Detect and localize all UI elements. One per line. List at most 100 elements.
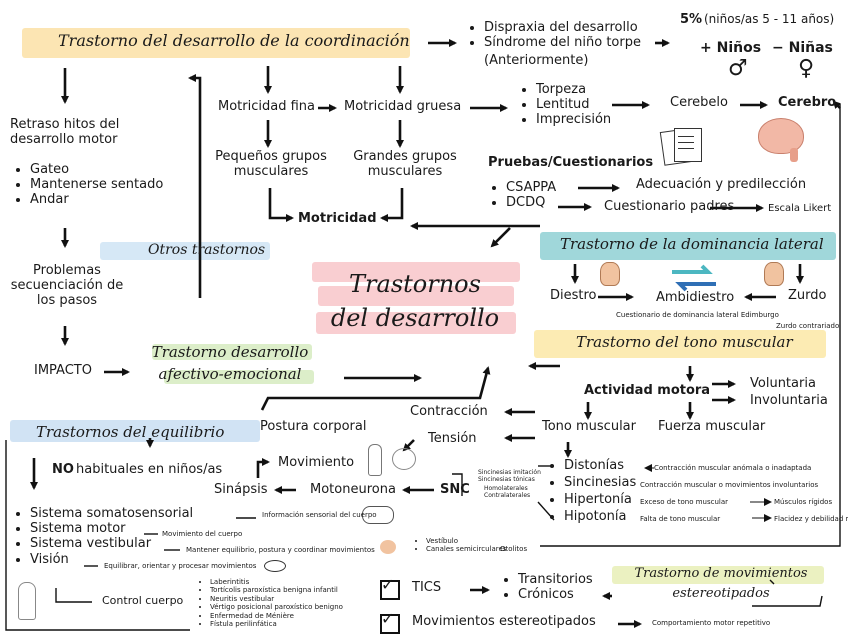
- double-arrow-icon: [672, 264, 716, 292]
- lateral-ambidiestro: Ambidiestro: [656, 290, 735, 305]
- retraso-item: Andar: [30, 192, 163, 207]
- title-dominancia: Trastorno de la dominancia lateral: [560, 235, 824, 253]
- snc: SNC: [440, 482, 470, 497]
- body-icon: [368, 444, 382, 476]
- grandes-grupos: Grandes grupos musculares: [353, 149, 457, 179]
- lateral-edimburgo: Cuestionario de dominancia lateral Edimb…: [616, 311, 779, 319]
- title-coordinacion: Trastorno del desarrollo de la coordinac…: [58, 31, 410, 50]
- cerebelo: Cerebelo: [670, 95, 728, 110]
- checkmark-tics-icon: ✓: [381, 575, 395, 594]
- sistemas-note: Información sensorial del cuerpo: [262, 511, 377, 519]
- comportamiento-motor: Comportamiento motor repetitivo: [652, 619, 771, 627]
- enfermedades-list: Laberintitis Tortícolis paroxística beni…: [196, 578, 343, 628]
- tono-item: Hipotonía: [564, 509, 636, 526]
- lateral-zurdo: Zurdo: [788, 288, 827, 303]
- male-icon: ♂: [728, 56, 748, 81]
- left-hand-icon: [600, 262, 620, 286]
- lateral-contrariado: Zurdo contrariado: [776, 322, 840, 330]
- synapse-icon: [362, 506, 394, 524]
- highlight-center-3: [316, 312, 516, 334]
- pruebas-title: Pruebas/Cuestionarios: [488, 155, 654, 170]
- checkmark-movimientos-icon: ✓: [381, 609, 395, 628]
- dispraxia-list: Dispraxia del desarrollo Síndrome del ni…: [470, 20, 641, 50]
- enfermedad-item: Vértigo posicional paroxístico benigno: [210, 603, 343, 611]
- adecuacion: Adecuación y predilección: [636, 177, 807, 192]
- enfermedad-item: Fístula perilinfática: [210, 620, 343, 628]
- impacto: IMPACTO: [34, 363, 92, 378]
- neuron-icon: [392, 448, 416, 470]
- enfermedad-item: Neuritis vestibular: [210, 595, 343, 603]
- highlight-equilibrio: [10, 420, 260, 442]
- sistemas-list: Sistema somatosensorial Sistema motor Si…: [16, 506, 193, 567]
- retraso-title: Retraso hitos del desarrollo motor: [10, 117, 120, 147]
- voluntaria: Voluntaria: [750, 376, 816, 391]
- checkbox-movimientos-icon: [380, 614, 400, 634]
- title-tono: Trastorno del tono muscular: [576, 333, 793, 351]
- stats-less: − Niñas: [772, 40, 833, 56]
- pruebas-item: CSAPPA: [506, 180, 556, 195]
- tics-list: Transitorios Crónicos: [504, 572, 593, 602]
- sinapsis: Sinápsis: [214, 482, 268, 497]
- control-cuerpo: Control cuerpo: [102, 594, 184, 607]
- sistemas-item: Sistema vestibular: [30, 536, 193, 551]
- ear-icon: [380, 540, 396, 554]
- enfermedad-item: Tortícolis paroxística benigna infantil: [210, 586, 343, 594]
- highlight-center-1: [312, 262, 520, 282]
- torpeza-list: Torpeza Lentitud Imprecisión: [522, 82, 611, 128]
- enfermedad-item: Laberintitis: [210, 578, 343, 586]
- sistemas-note: Mantener equilibrio, postura y coordinar…: [186, 546, 375, 554]
- vestibulo-item: Canales semicirculares: [426, 545, 506, 553]
- highlight-estereotipados: [612, 566, 824, 584]
- torpeza-item: Torpeza: [536, 82, 611, 97]
- movimientos-estereotipados: Movimientos estereotipados: [412, 614, 596, 629]
- stats-pct: 5%: [680, 12, 703, 27]
- highlight-otros: [100, 242, 270, 260]
- otolitos: Otolitos: [500, 545, 528, 553]
- pruebas-item: DCDQ: [506, 195, 556, 210]
- escala-likert: Escala Likert: [768, 203, 832, 214]
- tono-item: Distonías: [564, 458, 636, 475]
- tics-item: Transitorios: [518, 572, 593, 587]
- highlight-afectivo-2: [164, 370, 314, 384]
- sistemas-item: Sistema motor: [30, 521, 193, 536]
- eye-icon: [264, 560, 286, 572]
- title-otros: Otros trastornos: [148, 242, 266, 258]
- right-hand-icon: [764, 262, 784, 286]
- tono-note: Exceso de tono muscular: [640, 498, 728, 506]
- problemas-secuenciacion: Problemas secuenciación de los pasos: [10, 263, 124, 308]
- highlight-center-2: [318, 286, 514, 306]
- postura-corporal: Postura corporal: [260, 419, 367, 434]
- retraso-list: Gateo Mantenerse sentado Andar: [16, 162, 163, 208]
- cerebro: Cerebro: [778, 95, 837, 110]
- stats-more: + Niños: [700, 40, 762, 56]
- retraso-item: Mantenerse sentado: [30, 177, 163, 192]
- brainstem-icon: [790, 148, 798, 162]
- tics-label: TICS: [412, 580, 442, 595]
- lateral-diestro: Diestro: [550, 288, 597, 303]
- sincinesias-note: Sincinesias tónicas: [478, 476, 535, 483]
- tono-result: Flacidez y debilidad muscular: [774, 515, 848, 523]
- motricidad-total: Motricidad: [298, 211, 377, 226]
- sistemas-item: Sistema somatosensorial: [30, 506, 193, 521]
- checkbox-tics-icon: [380, 580, 400, 600]
- female-icon: ♀: [798, 56, 815, 81]
- dispraxia-note: (Anteriormente): [484, 53, 589, 68]
- motoneurona: Motoneurona: [310, 482, 396, 497]
- torpeza-item: Lentitud: [536, 97, 611, 112]
- title-afectivo: Trastorno desarrollo afectivo-emocional: [151, 343, 309, 383]
- tono-item: Hipertonía: [564, 492, 636, 509]
- retraso-item: Gateo: [30, 162, 163, 177]
- tono-note: Contracción muscular anómala o inadaptad…: [654, 464, 812, 472]
- tono-muscular: Tono muscular: [542, 419, 636, 434]
- motricidad-gruesa: Motricidad gruesa: [344, 99, 462, 114]
- habituales: habituales en niños/as: [76, 462, 223, 477]
- contraccion: Contracción: [410, 404, 488, 419]
- highlight-dominancia: [540, 232, 836, 260]
- tono-result: Músculos rígidos: [774, 498, 833, 506]
- enfermedad-item: Enfermedad de Ménière: [210, 612, 343, 620]
- vestibulo-list: Vestíbulo Canales semicirculares: [412, 537, 506, 553]
- tono-note: Falta de tono muscular: [640, 515, 721, 523]
- documents-icon: [659, 126, 702, 166]
- highlight-tono: [534, 330, 826, 358]
- highlight-coordinacion: [22, 28, 410, 58]
